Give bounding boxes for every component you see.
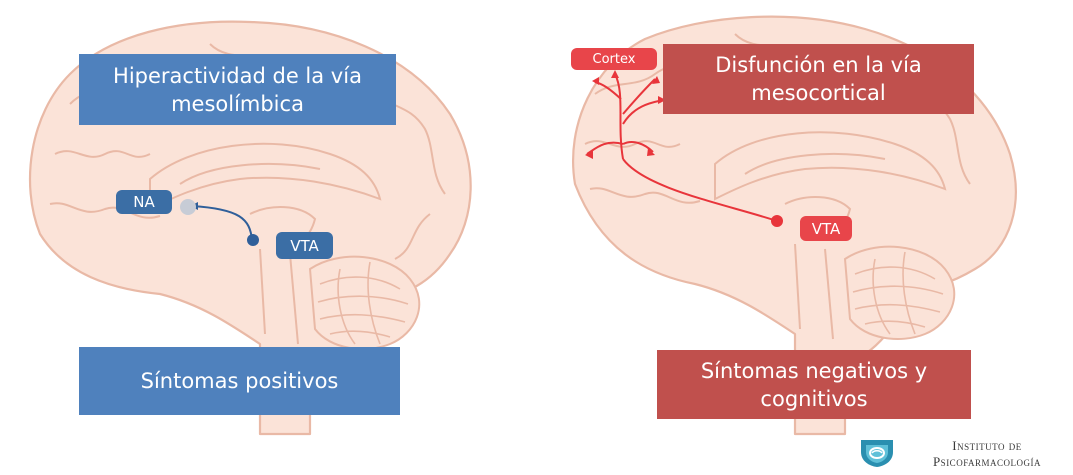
mesocortical-dysfunction-box: Disfunción en la vía mesocortical	[663, 44, 974, 114]
negative-symptoms-label: Síntomas negativos y cognitivos	[667, 357, 961, 413]
institute-name: Instituto de Psicofarmacología	[907, 438, 1067, 470]
institute-logo-icon	[858, 436, 896, 468]
vta-label-left: VTA	[276, 232, 333, 259]
vta-label-right: VTA	[800, 216, 852, 241]
positive-symptoms-box: Síntomas positivos	[79, 347, 400, 415]
mesolimbic-hyperactivity-box: Hiperactividad de la vía mesolímbica	[79, 54, 396, 125]
mesolimbic-title: Hiperactividad de la vía mesolímbica	[89, 62, 386, 118]
mesocortical-title: Disfunción en la vía mesocortical	[673, 51, 964, 107]
cortex-label: Cortex	[571, 48, 657, 70]
na-label: NA	[116, 190, 172, 214]
institute-name-line1: Instituto de	[907, 438, 1067, 454]
negative-symptoms-box: Síntomas negativos y cognitivos	[657, 350, 971, 419]
institute-name-line2: Psicofarmacología	[907, 454, 1067, 470]
positive-symptoms-label: Síntomas positivos	[141, 367, 339, 395]
